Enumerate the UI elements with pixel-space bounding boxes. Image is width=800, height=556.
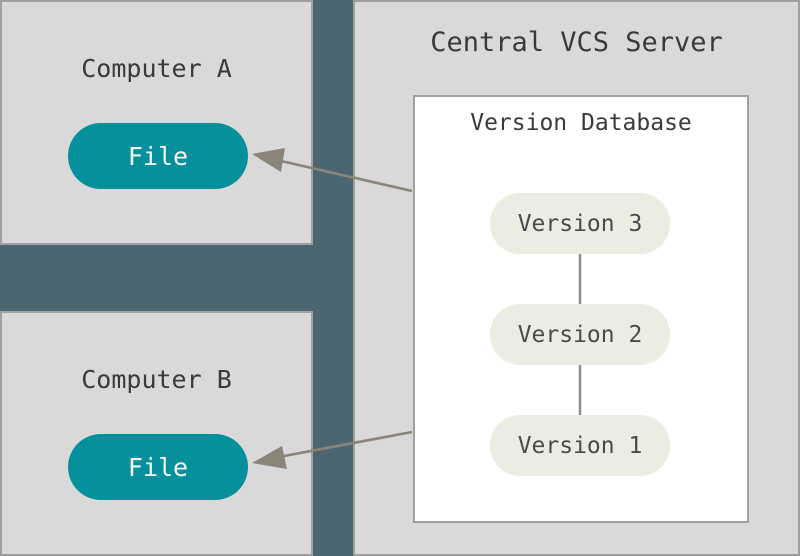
version-node-2-label: Version 2 [517, 321, 643, 348]
computer-b-file-label: File [127, 452, 189, 482]
computer-b-file-node: File [68, 434, 248, 500]
computer-a-title: Computer A [81, 54, 232, 83]
computer-b-title: Computer B [81, 365, 232, 394]
version-node-3-label: Version 3 [517, 210, 643, 237]
computer-a-file-label: File [127, 141, 189, 171]
version-node-1: Version 1 [490, 415, 670, 476]
version-database-title: Version Database [470, 110, 692, 136]
computer-a-panel [0, 0, 313, 245]
version-node-1-label: Version 1 [517, 432, 643, 459]
computer-b-panel [0, 311, 313, 556]
computer-a-file-node: File [68, 123, 248, 189]
version-node-2: Version 2 [490, 304, 670, 365]
central-vcs-server-title: Central VCS Server [430, 27, 723, 58]
version-node-3: Version 3 [490, 193, 670, 254]
